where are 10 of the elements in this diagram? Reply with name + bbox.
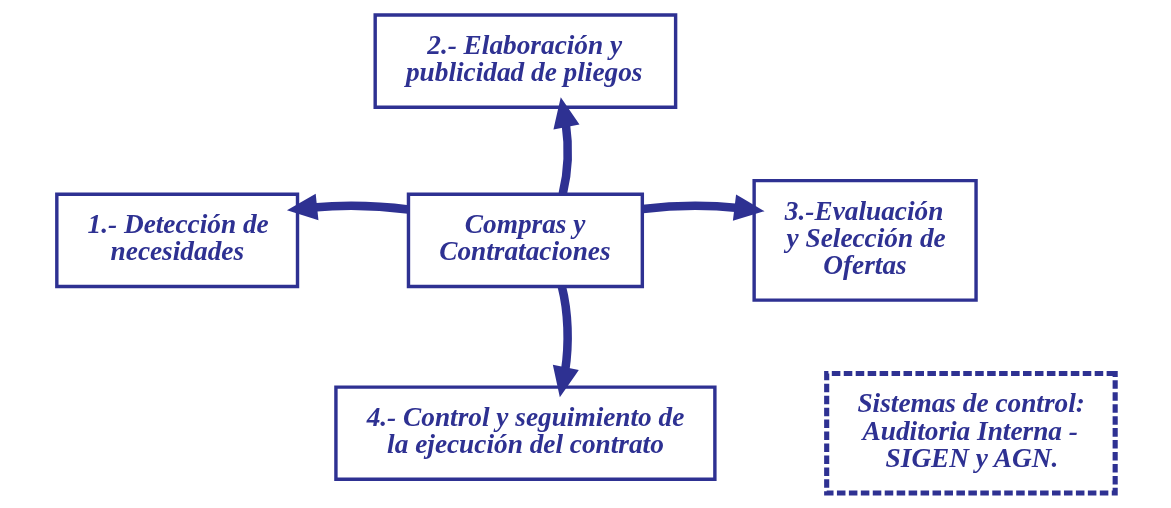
node-box: 3.-Evaluación y Selección de Ofertas [751,178,978,302]
node-box: 2.- Elaboración y publicidad de pliegos [372,13,677,109]
arrow [286,193,409,221]
arrow [552,97,579,195]
node-box: 4.- Control y seguimiento de la ejecución del contrato [333,385,717,482]
node-box: Compras y Contrataciones [406,192,644,289]
arrow [641,194,765,221]
node-box: 1.- Detección de necesidades [54,192,299,289]
arrow [552,285,579,398]
node-box: Sistemas de control: Auditoria Interna - SIGEN y AGN. [823,370,1118,496]
